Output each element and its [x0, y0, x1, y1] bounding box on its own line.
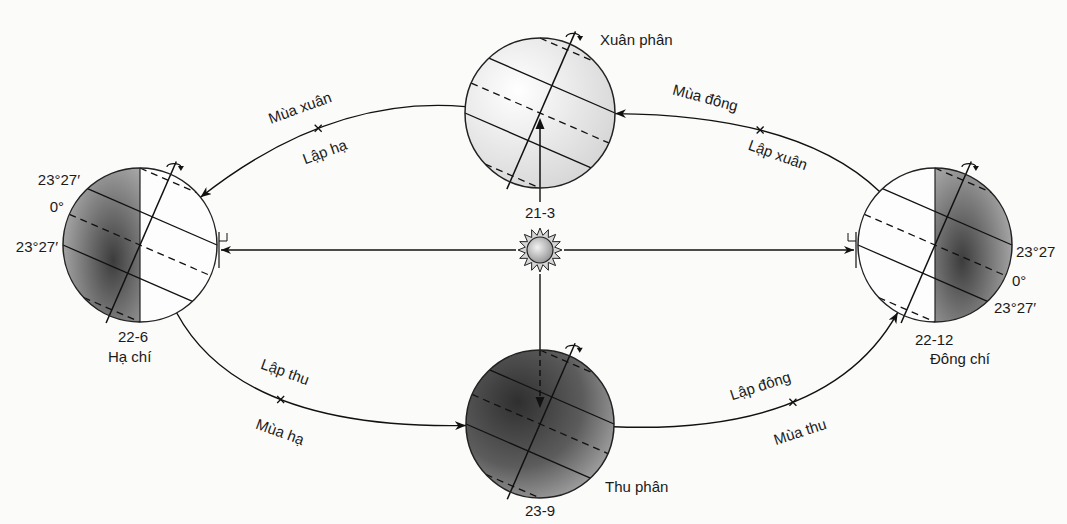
orbit-arrow [615, 114, 880, 192]
orbit-arrow [614, 312, 898, 427]
latitude-label: 23°27′ [994, 299, 1036, 317]
sun-ray [539, 127, 541, 188]
date-label: 23-9 [525, 502, 555, 520]
earth-axis [507, 31, 576, 189]
earth-globe: 23°27′0°23°27′22-6Hạ chí [63, 168, 217, 322]
sun-ray [221, 249, 516, 250]
cross-mark [757, 127, 764, 134]
latitude-label: 23°27′ [38, 171, 80, 189]
earth-globe: Xuân phân21-3 [465, 38, 615, 188]
solstice-label: Đông chí [930, 350, 990, 368]
solar-term-label: Lập hạ [300, 136, 349, 169]
sun [518, 228, 562, 272]
earth-axis [901, 162, 971, 323]
solstice-label: Hạ chí [108, 348, 151, 366]
season-label: Mùa đông [670, 81, 739, 116]
sun-ray [539, 274, 540, 350]
sun-ray-head [536, 118, 545, 129]
equinox-label: Xuân phân [600, 31, 673, 49]
date-label: 22-6 [118, 328, 148, 346]
sun-ray-head [536, 397, 545, 408]
earth-globe: 23°270°23°27′22-12Đông chí [858, 168, 1012, 322]
cross-mark [315, 125, 322, 132]
globe-drawing [858, 168, 1012, 322]
globe-drawing [465, 38, 615, 188]
date-label: 22-12 [915, 331, 953, 349]
solar-term-label: Lập đông [727, 368, 792, 404]
tangent-mark [855, 232, 856, 268]
latitude-label: 0° [1012, 272, 1026, 290]
right-angle-mark [848, 233, 856, 241]
cross-mark [277, 396, 284, 403]
date-label: 21-3 [525, 204, 555, 222]
solar-term-label: Lập thu [258, 355, 311, 389]
rotation-arrowhead [577, 348, 583, 353]
globe-outline [63, 168, 217, 322]
sun-disc [527, 237, 553, 263]
equinox-label: Thu phân [605, 478, 668, 496]
latitude-label: 0° [50, 198, 64, 216]
earth-globe: Thu phân23-9 [466, 350, 614, 498]
globe-outline [465, 38, 615, 188]
solar-term-label: Lập xuân [746, 136, 810, 174]
right-angle-mark [219, 233, 227, 241]
earth-axis [106, 162, 176, 323]
globe-night-side [935, 168, 1012, 322]
sun-ray [564, 249, 854, 250]
cross-mark [789, 399, 796, 406]
season-label: Mùa xuân [266, 88, 334, 127]
sun-ray [539, 188, 540, 202]
rotation-arrowhead [577, 36, 583, 41]
tangent-mark [218, 232, 219, 268]
sun-ray [539, 350, 541, 398]
globe-outline [466, 350, 614, 498]
globe-night-side [63, 168, 140, 322]
rotation-arrowhead [178, 166, 184, 171]
season-label: Mùa hạ [253, 415, 306, 449]
latitude-label: 23°27 [1016, 243, 1055, 261]
season-label: Mùa thu [771, 415, 828, 449]
globe-outline [858, 168, 1012, 322]
earth-axis [507, 343, 575, 499]
globe-drawing [466, 350, 614, 498]
orbit-arrow [200, 105, 465, 197]
orbit-arrow [177, 313, 466, 426]
latitude-label: 23°27′ [16, 238, 58, 256]
sun-rays [518, 228, 562, 272]
rotation-arrowhead [973, 166, 979, 171]
globe-drawing [63, 168, 217, 322]
